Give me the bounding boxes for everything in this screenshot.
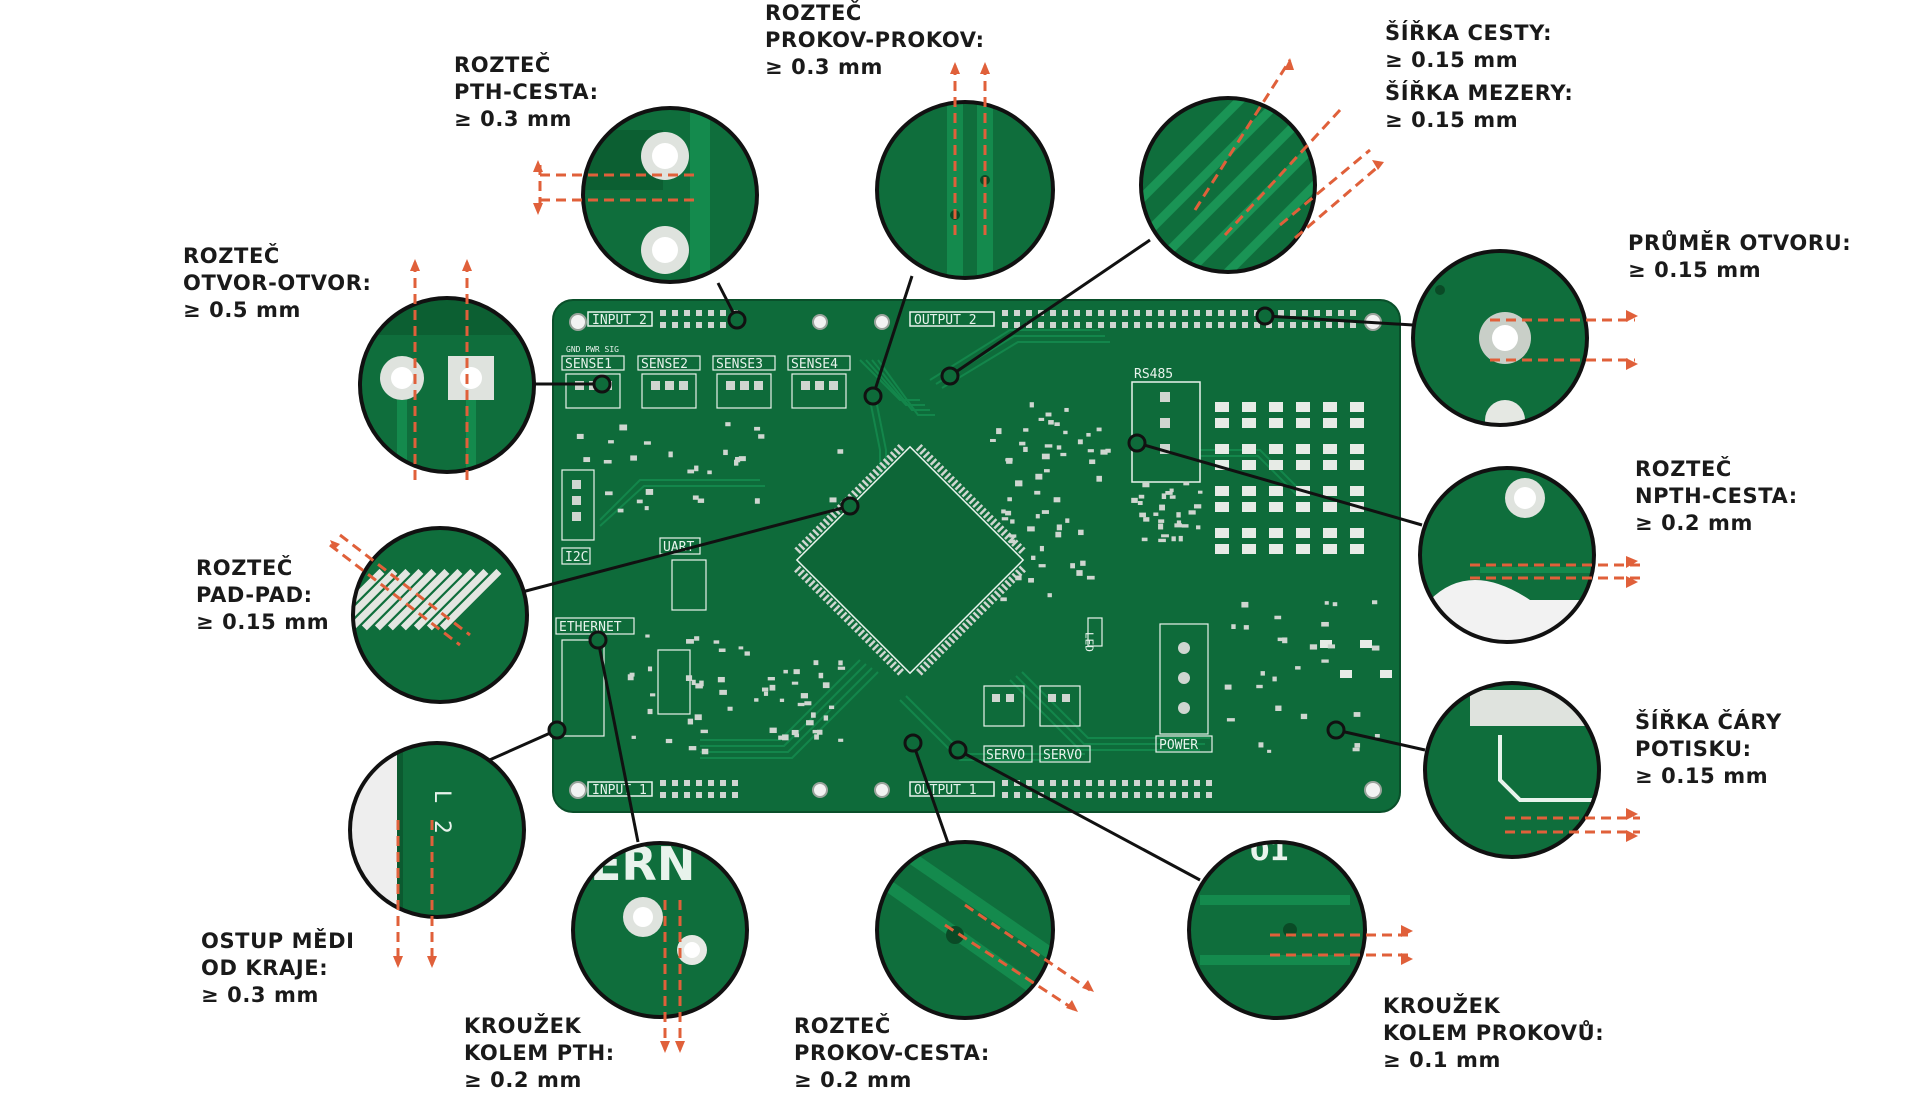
silk-sense2: SENSE2	[641, 357, 688, 372]
silk-output2: OUTPUT 2	[914, 313, 977, 328]
zoom-trace-width	[1139, 96, 1317, 274]
zoom-pth-ring: ERN	[571, 841, 749, 1019]
mounting-holes	[569, 313, 1382, 799]
silk-sense3: SENSE3	[716, 357, 763, 372]
silk-servo-a: SERVO	[986, 748, 1025, 763]
silk-sense-pins: GND PWR SIG	[566, 345, 619, 354]
zoom-hole-hole	[358, 296, 536, 474]
zoom-via-via	[875, 100, 1055, 280]
dimension-markers	[329, 59, 1640, 1050]
zoom-via-trace	[875, 840, 1055, 1020]
silk-i2c: I2C	[565, 550, 588, 565]
svg-text:2: 2	[429, 820, 454, 834]
label-trace-width: ŠÍŘKA CESTY:≥ 0.15 mm	[1385, 21, 1553, 72]
zoom-pth-trace	[581, 106, 759, 284]
small-components	[576, 402, 1380, 755]
zoom-npth-trace	[1418, 466, 1596, 644]
smd-pad-matrix	[1215, 402, 1392, 678]
power-block: POWER	[1155, 623, 1213, 753]
zoom-hole-diameter	[1411, 249, 1589, 427]
silk-sense1: SENSE1	[565, 357, 612, 372]
silk-input2: INPUT 2	[592, 313, 647, 328]
sense-connectors: GND PWR SIG SENSE1 SENSE2 SENSE3 SENSE4	[561, 345, 851, 409]
silk-sense4: SENSE4	[791, 357, 838, 372]
silk-input1: INPUT 1	[592, 783, 647, 798]
silk-uart: UART	[663, 540, 694, 555]
label-hole-diameter: PRŮMĚR OTVORU:≥ 0.15 mm	[1628, 231, 1852, 282]
i2c-block: I2C	[561, 469, 595, 565]
dimension-arrowheads	[330, 58, 1638, 1053]
uart-block: UART	[659, 537, 707, 611]
label-gap-width: ŠÍŘKA MEZERY:≥ 0.15 mm	[1385, 81, 1574, 132]
rs485-block: RS485	[1131, 367, 1201, 483]
header-input1: INPUT 1	[587, 780, 738, 798]
zoom-copper-edge: L 2	[348, 741, 526, 919]
zoom-pad-pad	[351, 526, 529, 704]
leader-lines	[484, 238, 1426, 882]
servo-blocks: SERVO SERVO	[983, 685, 1091, 763]
led-block: LED	[1083, 617, 1103, 652]
zoom-via-ring: 01	[1187, 834, 1367, 1020]
zoom-silk-width	[1423, 681, 1601, 859]
silk-led: LED	[1083, 632, 1096, 652]
silk-ethernet: ETHERNET	[559, 620, 622, 635]
silk-rs485: RS485	[1134, 367, 1173, 382]
ethernet-block: ETHERNET	[555, 617, 691, 737]
silk-power: POWER	[1159, 738, 1198, 753]
pcb-board: INPUT 2 OUTPUT 2 INPUT 1 OUTPUT 1 GND PW…	[552, 299, 1401, 813]
svg-text:01: 01	[1250, 834, 1289, 867]
silk-servo-b: SERVO	[1043, 748, 1082, 763]
header-input2: INPUT 2	[587, 310, 738, 328]
silk-output1: OUTPUT 1	[914, 783, 977, 798]
svg-text:L: L	[429, 790, 454, 803]
leader-dots	[547, 306, 1346, 760]
